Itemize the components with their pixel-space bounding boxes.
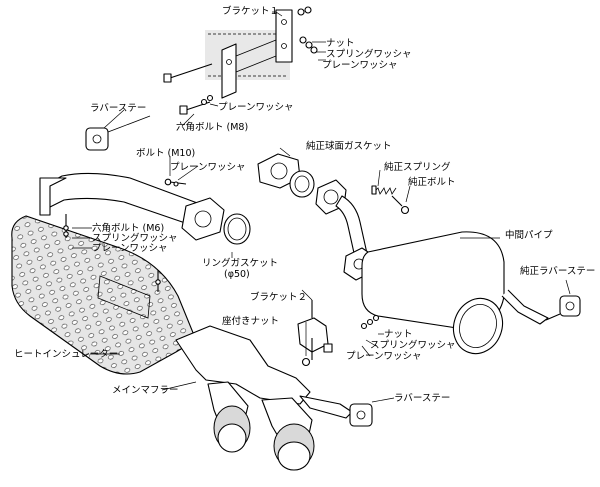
genuine-spring-bolt	[371, 185, 410, 215]
rubber-stay-right	[349, 403, 373, 427]
label-ring-gasket: リングガスケット	[202, 258, 279, 269]
genuine-rubber-stay	[545, 295, 581, 321]
label-heat-insulator: ヒートインシュレーター	[14, 349, 119, 360]
label-seat-nut: 座付きナット	[222, 316, 280, 327]
label-spring-washer-top: スプリングワッシャ	[326, 49, 412, 60]
label-bracket-2: ブラケット２	[250, 292, 308, 303]
ring-gasket	[223, 213, 251, 245]
label-rubber-stay-left: ラバーステー	[90, 103, 147, 114]
bracket-2	[297, 300, 333, 367]
label-spring-washer-right: スプリングワッシャ	[370, 340, 456, 351]
label-genuine-rubber-stay: 純正ラバーステー	[520, 266, 596, 277]
label-genuine-bolt: 純正ボルト	[408, 177, 456, 188]
heat-insulator	[11, 214, 197, 375]
label-plain-washer-right: プレーンワッシャ	[346, 351, 422, 362]
label-nut-right: ナット	[384, 329, 413, 340]
main-muffler	[175, 325, 353, 471]
bracket-1	[221, 9, 293, 99]
label-ring-gasket-size: (φ50)	[224, 269, 250, 280]
label-bracket-1: ブラケット１	[222, 6, 280, 17]
label-rubber-stay-right: ラバーステー	[394, 393, 451, 404]
label-genuine-gasket: 純正球面ガスケット	[306, 141, 392, 152]
label-plain-washer-top: プレーンワッシャ	[322, 60, 398, 71]
top-fasteners	[163, 6, 318, 115]
label-plain-washer-m10: プレーンワッシャ	[170, 162, 246, 173]
label-plain-washer-mid: プレーンワッシャ	[218, 102, 294, 113]
label-hex-bolt-m6: 六角ボルト (M6)	[92, 223, 165, 234]
middle-pipe	[361, 231, 549, 355]
front-pipe	[39, 172, 225, 241]
label-bolt-m10: ボルト (M10)	[136, 148, 196, 159]
label-main-muffler: メインマフラー	[112, 385, 179, 396]
label-middle-pipe: 中間パイプ	[505, 230, 553, 241]
label-nut-top: ナット	[326, 38, 355, 49]
leader-lines	[72, 11, 571, 403]
rubber-stay-left	[85, 115, 151, 151]
right-fasteners	[360, 314, 380, 330]
label-genuine-spring: 純正スプリング	[384, 162, 451, 173]
label-spring-washer-m6: スプリングワッシャ	[92, 233, 178, 244]
label-hex-bolt-m8: 六角ボルト (M8)	[176, 122, 249, 133]
label-plain-washer-m6: プレーンワッシャ	[92, 243, 168, 254]
